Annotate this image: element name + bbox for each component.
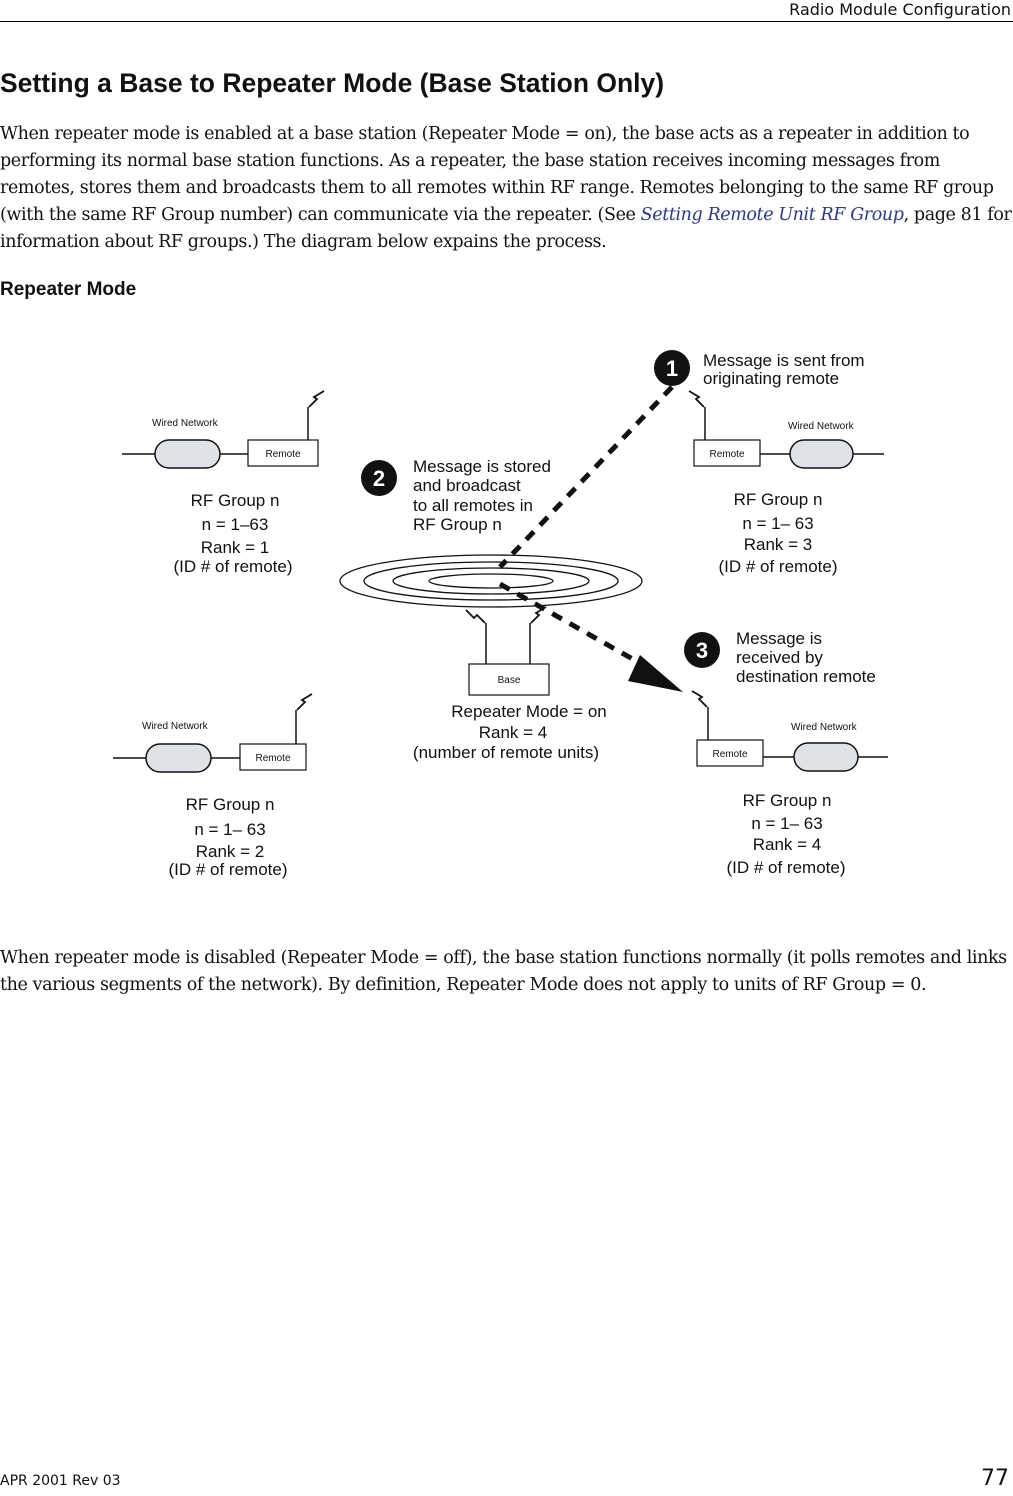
base-station: Base Repeater Mode = on Rank = 4 (number… xyxy=(413,606,607,762)
setting-remote-rf-group-link[interactable]: Setting Remote Unit RF Group xyxy=(640,205,904,225)
wired-network-label: Wired Network xyxy=(152,418,219,429)
remote-box xyxy=(239,743,307,771)
step-number: 3 xyxy=(696,638,708,663)
step-3: 3 Message is received by destination rem… xyxy=(684,629,876,686)
intro-text-end: , page 81 for information about RF group… xyxy=(0,205,1012,252)
id-note: (ID # of remote) xyxy=(726,858,845,877)
id-note: (ID # of remote) xyxy=(173,557,292,576)
step-text-line: Message is xyxy=(736,629,822,648)
base-rank-label: Rank = 4 xyxy=(479,723,548,742)
remote-label: Remote xyxy=(712,749,747,760)
rf-group-label: RF Group n xyxy=(743,791,832,810)
remote-unit-top-left: Wired Network Remote RF Group n n = 1–63… xyxy=(122,390,325,576)
rf-group-label: RF Group n xyxy=(734,490,823,509)
remote-box xyxy=(693,439,761,467)
wired-network-icon xyxy=(145,743,212,773)
remote-unit-bottom-right: Wired Network Remote RF Group n n = 1– 6… xyxy=(691,690,888,877)
step-text-line: and broadcast xyxy=(413,476,521,495)
rf-range-label: n = 1–63 xyxy=(202,515,269,534)
step-text-line: Message is sent from xyxy=(703,351,865,370)
header-rule xyxy=(0,21,1013,22)
remote-label: Remote xyxy=(255,753,290,764)
remote-unit-top-right: Wired Network Remote RF Group n n = 1– 6… xyxy=(688,390,884,576)
running-header: Radio Module Configuration xyxy=(789,0,1011,19)
closing-paragraph: When repeater mode is disabled (Repeater… xyxy=(0,948,1007,995)
step-number: 2 xyxy=(373,466,385,491)
remote-unit-bottom-left: Wired Network Remote RF Group n n = 1– 6… xyxy=(113,693,313,879)
remote-label: Remote xyxy=(265,449,300,460)
step-badge xyxy=(361,460,397,496)
remote-label: Remote xyxy=(709,449,744,460)
base-box xyxy=(468,663,550,696)
intro-text-start: When repeater mode is enabled at a base … xyxy=(0,124,994,225)
rank-label: Rank = 4 xyxy=(753,835,822,854)
step-text-line: destination remote xyxy=(736,667,876,686)
step-text-line: Message is stored xyxy=(413,457,551,476)
antenna-icon xyxy=(465,609,486,624)
step-text-line: RF Group n xyxy=(413,515,502,534)
rank-label: Rank = 3 xyxy=(744,535,813,554)
wired-network-icon xyxy=(154,439,221,469)
wired-network-icon xyxy=(789,439,854,469)
wired-network-label: Wired Network xyxy=(788,421,855,432)
page-title: Setting a Base to Repeater Mode (Base St… xyxy=(0,68,665,98)
base-label: Base xyxy=(498,675,521,686)
step-badge xyxy=(684,632,720,668)
step-number: 1 xyxy=(666,356,678,381)
rf-range-label: n = 1– 63 xyxy=(742,514,813,533)
rank-label: Rank = 1 xyxy=(201,538,270,557)
rf-range-label: n = 1– 63 xyxy=(194,820,265,839)
figure-heading: Repeater Mode xyxy=(0,279,137,300)
antenna-icon xyxy=(530,606,547,624)
rf-range-label: n = 1– 63 xyxy=(751,814,822,833)
arrowhead-icon xyxy=(628,655,683,692)
antenna-icon xyxy=(296,693,313,711)
rank-label: Rank = 2 xyxy=(196,842,265,861)
step-text-line: to all remotes in xyxy=(413,496,533,515)
wired-network-label: Wired Network xyxy=(791,722,858,733)
wired-network-icon xyxy=(793,742,859,772)
repeater-mode-diagram: Wired Network Remote RF Group n n = 1–63… xyxy=(113,350,888,879)
revision-label: APR 2001 Rev 03 xyxy=(0,1473,121,1489)
rf-group-label: RF Group n xyxy=(191,491,280,510)
antenna-icon xyxy=(688,390,705,408)
step-text-line: received by xyxy=(736,648,823,667)
base-rank-note: (number of remote units) xyxy=(413,743,599,762)
id-note: (ID # of remote) xyxy=(718,557,837,576)
antenna-icon xyxy=(691,690,708,708)
page-number: 77 xyxy=(981,1466,1009,1491)
antenna-icon xyxy=(308,390,325,408)
step-2: 2 Message is stored and broadcast to all… xyxy=(361,457,551,534)
broadcast-rings xyxy=(339,554,643,608)
remote-box xyxy=(696,739,764,767)
wired-network-label: Wired Network xyxy=(142,721,209,732)
repeater-mode-label: Repeater Mode = on xyxy=(451,702,606,721)
rf-group-label: RF Group n xyxy=(186,795,275,814)
message-path xyxy=(498,385,674,673)
remote-box xyxy=(247,439,319,467)
intro-paragraph: When repeater mode is enabled at a base … xyxy=(0,121,1012,256)
step-badge xyxy=(654,350,690,386)
id-note: (ID # of remote) xyxy=(168,860,287,879)
step-1: 1 Message is sent from originating remot… xyxy=(654,350,865,388)
step-text-line: originating remote xyxy=(703,369,839,388)
